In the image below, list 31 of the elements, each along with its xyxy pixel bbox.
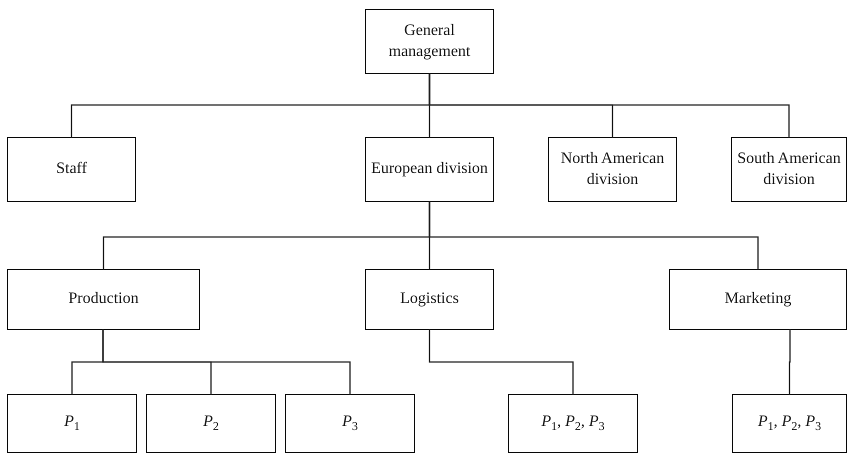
org-unit-box — [285, 394, 415, 453]
connector-line — [428, 330, 574, 394]
unit-label: European division — [370, 159, 489, 180]
unit-label: Production — [67, 289, 140, 310]
org-unit-box — [365, 9, 494, 74]
unit-label: P$_{1}$, P$_{2}$, P$_{3}$ — [540, 412, 606, 435]
unit-label: Marketing — [724, 289, 792, 310]
org-unit-box — [365, 137, 494, 202]
unit-label: P$_{3}$ — [341, 412, 359, 435]
unit-label: General management — [388, 20, 472, 62]
org-unit-box — [732, 394, 847, 453]
unit-label: P$_{1}$ — [63, 412, 81, 435]
connector-line — [788, 330, 791, 394]
unit-label: Staff — [55, 159, 88, 180]
org-unit-box — [7, 269, 200, 330]
connector-line — [428, 202, 759, 269]
connector-line — [102, 330, 351, 394]
connector-line — [428, 74, 790, 137]
org-unit-box — [146, 394, 276, 453]
unit-label: North American division — [560, 148, 666, 190]
org-unit-box — [731, 137, 847, 202]
org-unit-box — [7, 394, 137, 453]
org-unit-box — [365, 269, 494, 330]
unit-label: South American division — [736, 148, 842, 190]
unit-label: P$_{2}$ — [202, 412, 220, 435]
org-unit-box — [508, 394, 638, 453]
org-unit-box — [548, 137, 677, 202]
unit-label: Logistics — [399, 289, 460, 310]
org-unit-box — [7, 137, 136, 202]
unit-label: P$_{1}$, P$_{2}$, P$_{3}$ — [756, 412, 822, 435]
org-unit-box — [669, 269, 847, 330]
